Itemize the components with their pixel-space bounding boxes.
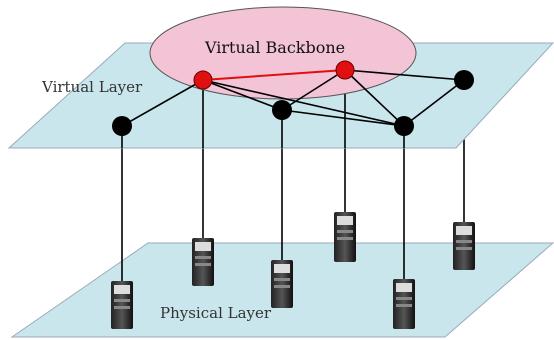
- mobile-device-icon: [271, 260, 293, 308]
- node: [454, 70, 474, 90]
- mobile-device-icon: [111, 281, 133, 329]
- backbone-link: [202, 69, 346, 81]
- virtual-layer-label: Virtual Layer: [41, 78, 143, 96]
- node: [394, 116, 414, 136]
- virtual-links: [121, 69, 465, 127]
- backbone-node: [335, 60, 355, 80]
- node: [272, 100, 292, 120]
- node: [112, 116, 132, 136]
- mobile-device-icon: [334, 212, 356, 262]
- physical-devices: [111, 212, 475, 329]
- physical-layer-label: Physical Layer: [160, 304, 272, 322]
- mobile-device-icon: [453, 222, 475, 270]
- backbone-node: [193, 70, 213, 90]
- virtual-backbone-label: Virtual Backbone: [204, 38, 345, 57]
- mobile-device-icon: [192, 238, 214, 286]
- mobile-device-icon: [393, 279, 415, 329]
- virtual-nodes: [112, 60, 474, 136]
